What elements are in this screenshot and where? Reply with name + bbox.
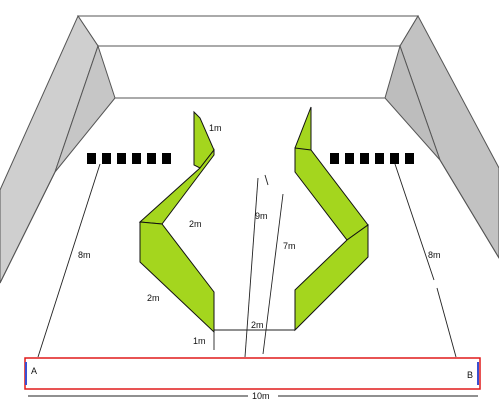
arena-walls xyxy=(0,14,499,284)
right-dash-segment xyxy=(405,153,414,164)
label-left-bottom: 1m xyxy=(193,336,206,346)
label-center-long: 9m xyxy=(255,211,268,221)
left-dash-segment xyxy=(117,153,126,164)
floor-right-edge xyxy=(439,159,499,259)
right-dash-marker xyxy=(330,153,414,164)
left-wall-inner-face xyxy=(54,44,116,173)
right-dash-segment xyxy=(360,153,369,164)
floor-left-edge xyxy=(0,171,56,284)
back-wall xyxy=(77,15,419,47)
dimension-labels: 1m 2m 2m 1m 2m 9m 7m 8m 8m A B 10m xyxy=(31,123,473,400)
right-dash-segment xyxy=(330,153,339,164)
right-distance-line-lower xyxy=(436,287,457,358)
left-wall xyxy=(0,14,99,284)
left-barrier-lower-diagonal xyxy=(139,221,215,334)
right-dash-segment xyxy=(375,153,384,164)
label-left-distance: 8m xyxy=(78,250,91,260)
left-dash-segment xyxy=(132,153,141,164)
left-barrier-upper-diagonal xyxy=(138,148,215,225)
right-dash-segment xyxy=(390,153,399,164)
left-barrier xyxy=(138,110,215,334)
center-line-long xyxy=(244,177,259,358)
right-distance-line xyxy=(394,163,435,281)
label-point-b: B xyxy=(467,370,473,380)
left-distance-line xyxy=(37,163,101,358)
start-finish-box xyxy=(24,357,481,390)
center-line-short xyxy=(262,193,284,355)
left-dash-segment xyxy=(102,153,111,164)
start-finish-area xyxy=(24,357,481,397)
left-dash-segment xyxy=(87,153,96,164)
distance-lines xyxy=(37,163,457,358)
label-left-top: 1m xyxy=(209,123,222,133)
left-dash-segment xyxy=(147,153,156,164)
label-left-low: 2m xyxy=(147,293,160,303)
right-barrier-top-panel xyxy=(294,106,312,155)
right-wall-inner-face xyxy=(384,44,441,161)
label-width-total: 10m xyxy=(252,391,270,400)
right-barrier xyxy=(294,106,369,332)
left-dash-segment xyxy=(162,153,171,164)
label-center-short: 7m xyxy=(283,241,296,251)
label-gap-bottom: 2m xyxy=(251,320,264,330)
label-right-distance: 8m xyxy=(428,250,441,260)
left-dash-marker xyxy=(87,153,171,164)
center-tick xyxy=(264,174,269,186)
label-left-mid: 2m xyxy=(189,219,202,229)
right-barrier-lower-diagonal xyxy=(294,224,369,332)
label-point-a: A xyxy=(31,366,37,376)
right-dash-segment xyxy=(345,153,354,164)
